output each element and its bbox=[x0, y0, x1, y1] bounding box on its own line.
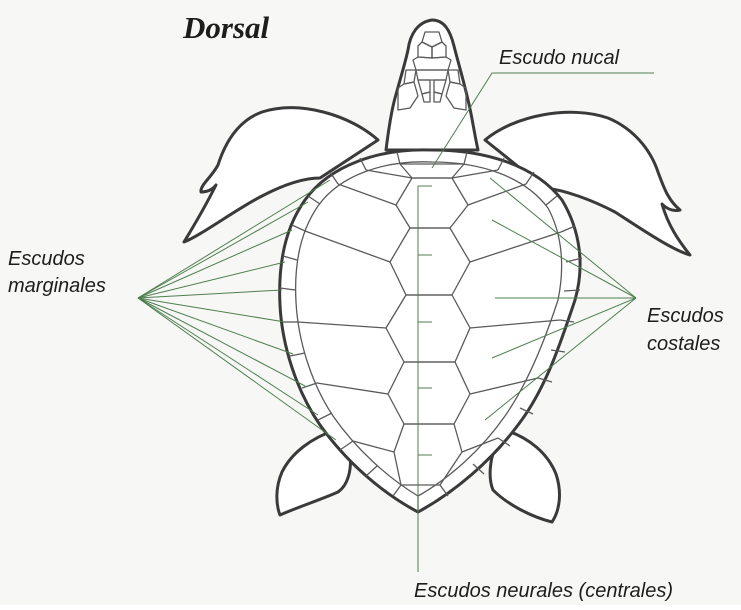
diagram-title: Dorsal bbox=[182, 10, 270, 45]
turtle-illustration bbox=[184, 20, 690, 522]
label-neural: Escudos neurales (centrales) bbox=[414, 580, 673, 602]
head bbox=[386, 20, 478, 150]
label-costal-line2: costales bbox=[647, 333, 720, 355]
label-marginal-line2: marginales bbox=[8, 275, 106, 297]
label-nuchal: Escudo nucal bbox=[499, 47, 620, 69]
label-marginal-line1: Escudos bbox=[8, 248, 85, 270]
label-costal-line1: Escudos bbox=[647, 305, 724, 327]
